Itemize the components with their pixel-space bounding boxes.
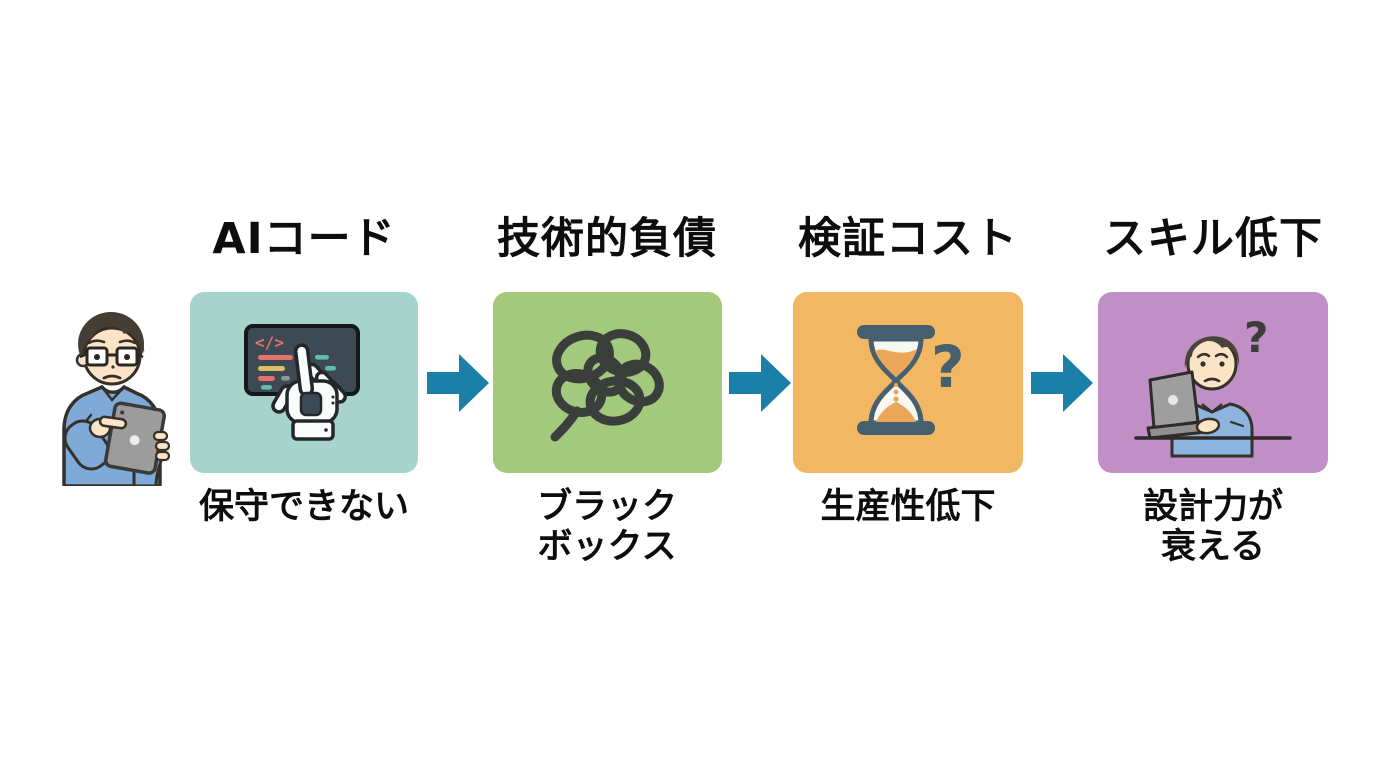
step3-caption: 生産性低下 [758, 487, 1058, 527]
step2-box [493, 292, 722, 473]
step2-title: 技術的負債 [497, 214, 717, 264]
step1-title: AIコード [212, 214, 396, 264]
svg-text:?: ? [1244, 313, 1268, 362]
step1-caption: 保守できない [154, 487, 454, 527]
arrow-right-icon [427, 354, 489, 412]
tangled-knot-icon [550, 328, 664, 441]
step2-caption-line2: ボックス [537, 527, 677, 567]
svg-text:</>: </> [255, 333, 284, 352]
arrow-right-icon [729, 354, 791, 412]
step2-caption-line1: ブラック [536, 487, 677, 527]
man-with-tablet-illustration [62, 312, 171, 486]
arrow-right-icon [1031, 354, 1093, 412]
robot-hand-coding-icon: </> [244, 323, 360, 441]
step1-caption-line1: 保守できない [198, 487, 409, 527]
step4-box: ? [1098, 292, 1328, 473]
step3-title: 検証コスト [798, 214, 1018, 264]
step4-caption-line2: 衰える [1161, 527, 1265, 567]
hourglass-question-icon: ? [857, 324, 965, 435]
step4-title: スキル低下 [1103, 214, 1323, 264]
step3-caption-line1: 生産性低下 [820, 487, 996, 527]
step4-caption-line1: 設計力が [1142, 487, 1283, 527]
worried-coder-laptop-icon: ? [1134, 313, 1292, 457]
step4-caption: 設計力が 衰える [1063, 487, 1363, 567]
svg-text:?: ? [931, 333, 965, 401]
step3-box: ? [793, 292, 1023, 473]
step2-caption: ブラック ボックス [457, 487, 757, 567]
step1-box: </> [190, 292, 418, 473]
